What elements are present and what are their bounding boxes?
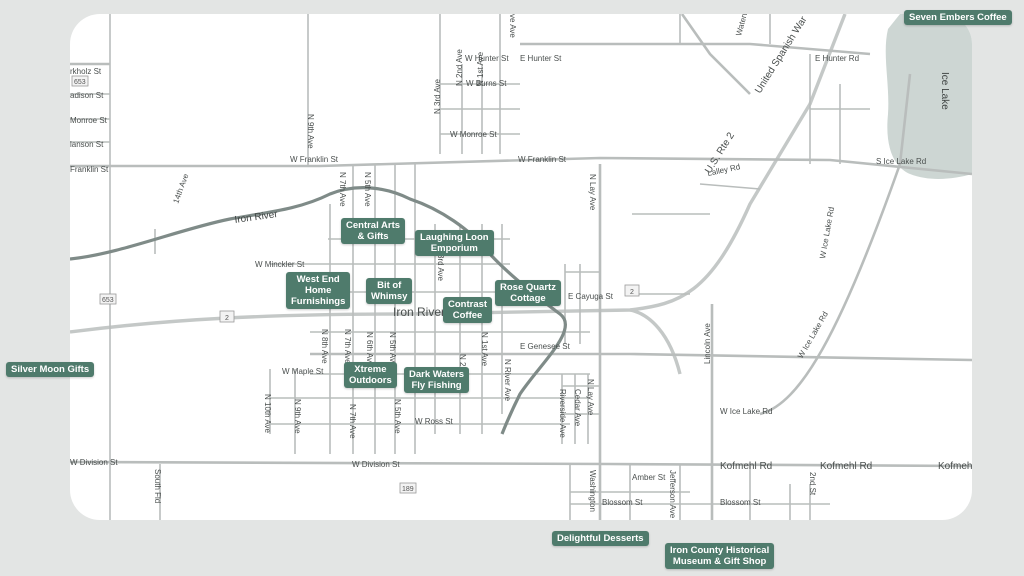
ice-lake — [885, 14, 972, 179]
pin-rose-quartz-cottage[interactable]: Rose Quartz Cottage — [495, 280, 561, 306]
svg-text:Ice Lake: Ice Lake — [939, 72, 950, 110]
svg-text:W Burns St: W Burns St — [466, 79, 507, 88]
svg-text:Kofmehl Rd: Kofmehl Rd — [820, 461, 872, 472]
svg-text:2: 2 — [225, 315, 229, 322]
svg-text:N River Ave: N River Ave — [503, 359, 512, 402]
svg-text:2nd St: 2nd St — [808, 472, 817, 496]
svg-text:W Franklin St: W Franklin St — [290, 155, 339, 164]
svg-text:Washington: Washington — [588, 470, 597, 512]
svg-text:Kofmeh: Kofmeh — [938, 461, 972, 472]
svg-text:N 7th Ave: N 7th Ave — [348, 404, 357, 439]
iron-river — [70, 186, 568, 435]
svg-text:W Franklin St: W Franklin St — [518, 155, 567, 164]
svg-text:Waterw: Waterw — [734, 14, 750, 37]
svg-text:Iron River: Iron River — [393, 305, 445, 319]
svg-text:N 9th Ave: N 9th Ave — [306, 114, 315, 149]
svg-text:N 6th Ave: N 6th Ave — [365, 332, 374, 367]
pin-contrast-coffee[interactable]: Contrast Coffee — [443, 297, 493, 323]
svg-text:Blossom St: Blossom St — [602, 498, 643, 507]
pin-silver-moon-gifts[interactable]: Silver Moon Gifts — [6, 362, 95, 377]
svg-text:653: 653 — [74, 79, 86, 86]
svg-text:United Spanish War: United Spanish War — [753, 14, 810, 96]
pin-central-arts-gifts[interactable]: Central Arts & Gifts — [341, 218, 406, 244]
svg-text:N 10th Ave: N 10th Ave — [263, 394, 272, 434]
pin-iron-county-historical-museum[interactable]: Iron County Historical Museum & Gift Sho… — [665, 543, 775, 569]
svg-text:N 3rd Ave: N 3rd Ave — [433, 78, 442, 114]
svg-text:189: 189 — [402, 486, 414, 493]
svg-text:N 7th Ave: N 7th Ave — [338, 172, 347, 207]
svg-text:Cedar Ave: Cedar Ave — [573, 389, 582, 427]
svg-text:adison St: adison St — [70, 91, 104, 100]
major-roads — [70, 14, 972, 520]
route-shields: 653 653 2 2 189 — [71, 75, 640, 494]
pin-xtreme-outdoors[interactable]: Xtreme Outdoors — [344, 362, 397, 388]
svg-text:S Ice Lake Rd: S Ice Lake Rd — [876, 157, 926, 166]
svg-text:W Ice Lake Rd: W Ice Lake Rd — [818, 206, 836, 259]
pin-west-end-home-furnishings[interactable]: West End Home Furnishings — [286, 272, 351, 309]
pin-bit-of-whimsy[interactable]: Bit of Whimsy — [366, 278, 413, 304]
svg-text:Monroe St: Monroe St — [70, 116, 108, 125]
svg-text:N 1st Ave: N 1st Ave — [480, 332, 489, 367]
svg-text:W Maple St: W Maple St — [282, 367, 324, 376]
svg-text:W Ice Lake Rd: W Ice Lake Rd — [796, 310, 830, 360]
svg-text:653: 653 — [102, 297, 114, 304]
pin-seven-embers-coffee[interactable]: Seven Embers Coffee — [904, 10, 1012, 25]
pin-dark-waters-fly-fishing[interactable]: Dark Waters Fly Fishing — [404, 367, 470, 393]
svg-text:Riverside Ave: Riverside Ave — [558, 389, 567, 438]
svg-text:Lincoln Ave: Lincoln Ave — [703, 323, 712, 364]
svg-text:N 9th Ave: N 9th Ave — [293, 399, 302, 434]
svg-text:W Division St: W Division St — [352, 460, 400, 469]
svg-text:E Cayuga St: E Cayuga St — [568, 292, 614, 301]
highways — [70, 14, 847, 375]
svg-text:Kofmehl Rd: Kofmehl Rd — [720, 461, 772, 472]
pin-delightful-desserts[interactable]: Delightful Desserts — [552, 531, 649, 546]
svg-text:N Lay Ave: N Lay Ave — [586, 379, 595, 416]
svg-text:rkholz St: rkholz St — [70, 67, 102, 76]
svg-text:N 5th Ave: N 5th Ave — [388, 332, 397, 367]
svg-text:E Hunter Rd: E Hunter Rd — [815, 54, 859, 63]
svg-text:N 5th Ave: N 5th Ave — [363, 172, 372, 207]
svg-text:Blossom St: Blossom St — [720, 498, 761, 507]
svg-text:W Ross St: W Ross St — [415, 417, 454, 426]
svg-text:W Ice Lake Rd: W Ice Lake Rd — [720, 407, 772, 416]
pin-laughing-loon-emporium[interactable]: Laughing Loon Emporium — [415, 230, 494, 256]
svg-text:W Monroe St: W Monroe St — [450, 130, 497, 139]
svg-text:Franklin St: Franklin St — [70, 165, 109, 174]
minor-roads — [70, 14, 870, 520]
svg-text:2: 2 — [630, 289, 634, 296]
svg-text:Iron River: Iron River — [234, 209, 279, 226]
svg-text:E Hunter St: E Hunter St — [520, 54, 562, 63]
svg-text:N 7th Ave: N 7th Ave — [343, 329, 352, 364]
map-svg: 653 653 2 2 189 rkholz St adison St Monr… — [70, 14, 972, 520]
svg-text:ve Ave: ve Ave — [508, 14, 517, 38]
svg-text:N 5th Ave: N 5th Ave — [393, 399, 402, 434]
avenue-labels: N 9th Ave N 7th Ave N 5th Ave N 3rd Ave … — [153, 14, 817, 519]
svg-text:Amber St: Amber St — [632, 473, 666, 482]
svg-text:South Fld: South Fld — [153, 469, 162, 503]
svg-text:W Minckler St: W Minckler St — [255, 260, 305, 269]
svg-text:N 2nd Ave: N 2nd Ave — [455, 49, 464, 86]
svg-text:lanson St: lanson St — [70, 140, 104, 149]
svg-text:N Lay Ave: N Lay Ave — [588, 174, 597, 211]
svg-text:14th Ave: 14th Ave — [171, 172, 190, 205]
map-canvas[interactable]: 653 653 2 2 189 rkholz St adison St Monr… — [70, 14, 972, 520]
svg-text:E Genesee St: E Genesee St — [520, 342, 571, 351]
svg-text:3rd Ave: 3rd Ave — [436, 254, 445, 282]
svg-text:N 1st Ave: N 1st Ave — [476, 51, 485, 86]
svg-text:W Hunter St: W Hunter St — [465, 54, 509, 63]
svg-text:W Division St: W Division St — [70, 458, 118, 467]
svg-text:N 8th Ave: N 8th Ave — [320, 329, 329, 364]
svg-text:Jefferson Ave: Jefferson Ave — [668, 470, 677, 519]
